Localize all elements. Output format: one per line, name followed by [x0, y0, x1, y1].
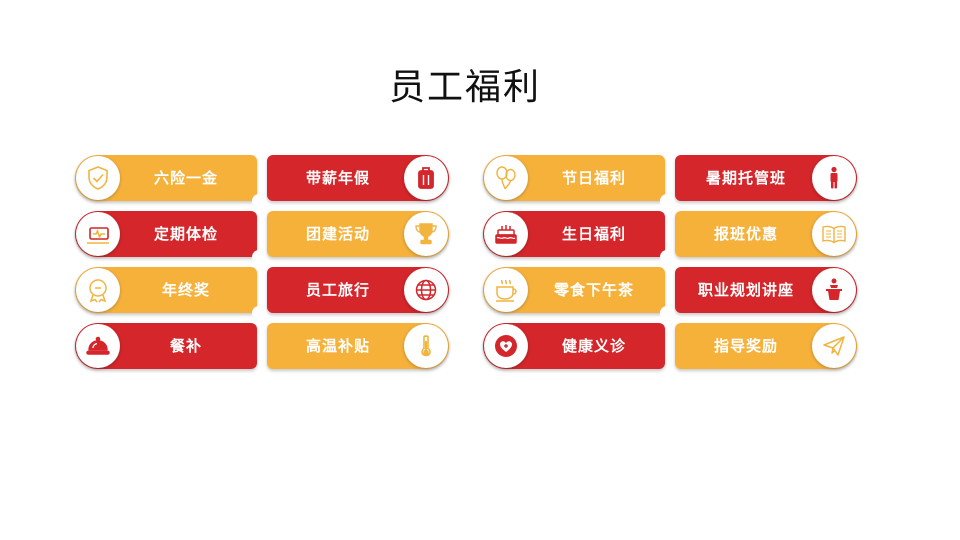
icon-circle — [812, 156, 856, 200]
icon-circle — [76, 212, 120, 256]
icon-circle — [484, 324, 528, 368]
joint-dot — [252, 194, 266, 208]
icon-circle — [76, 156, 120, 200]
benefit-item-team-building: 团建活动 — [267, 211, 449, 257]
benefit-item-staff-travel: 员工旅行 — [267, 267, 449, 313]
benefit-item-health-clinic: 健康义诊 — [483, 323, 665, 369]
open-book-icon — [822, 225, 846, 244]
benefit-item-six-insurances: 六险一金 — [75, 155, 257, 201]
benefit-item-year-end-bonus: 年终奖 — [75, 267, 257, 313]
balloons-icon — [496, 166, 516, 190]
icon-circle — [404, 268, 448, 312]
benefit-item-holiday-benefits: 节日福利 — [483, 155, 665, 201]
medal-icon — [89, 279, 107, 303]
food-cloche-icon — [86, 336, 110, 355]
trophy-icon — [415, 223, 437, 245]
icon-circle — [812, 324, 856, 368]
icon-circle — [484, 156, 528, 200]
joint-dot — [252, 306, 266, 320]
icon-circle — [812, 212, 856, 256]
icon-circle — [812, 268, 856, 312]
icon-circle — [76, 268, 120, 312]
thermometer-icon — [421, 335, 431, 357]
suitcase-icon — [418, 167, 434, 189]
globe-icon — [415, 279, 437, 301]
benefit-item-afternoon-tea: 零食下午茶 — [483, 267, 665, 313]
benefit-item-paid-leave: 带薪年假 — [267, 155, 449, 201]
joint-dot — [660, 194, 674, 208]
benefit-item-heat-allowance: 高温补贴 — [267, 323, 449, 369]
benefit-item-summer-care: 暑期托管班 — [675, 155, 857, 201]
coffee-cup-icon — [496, 279, 517, 302]
icon-circle — [484, 212, 528, 256]
icon-circle — [76, 324, 120, 368]
benefit-item-career-lecture: 职业规划讲座 — [675, 267, 857, 313]
joint-dot — [660, 250, 674, 264]
benefit-item-mentor-reward: 指导奖励 — [675, 323, 857, 369]
joint-dot — [252, 250, 266, 264]
benefit-item-birthday-benefits: 生日福利 — [483, 211, 665, 257]
shield-check-icon — [88, 166, 108, 190]
child-icon — [830, 166, 838, 189]
page-title: 员工福利 — [388, 67, 541, 108]
benefit-item-checkup: 定期体检 — [75, 211, 257, 257]
podium-icon — [826, 278, 842, 300]
paper-plane-icon — [823, 336, 845, 356]
benefit-item-course-discount: 报班优惠 — [675, 211, 857, 257]
icon-circle — [484, 268, 528, 312]
joint-dot — [660, 306, 674, 320]
icon-circle — [404, 156, 448, 200]
benefit-item-meal-allowance: 餐补 — [75, 323, 257, 369]
birthday-cake-icon — [495, 225, 517, 244]
icon-circle — [404, 212, 448, 256]
medical-screen-icon — [87, 227, 109, 244]
heart-plus-icon — [495, 335, 517, 357]
icon-circle — [404, 324, 448, 368]
